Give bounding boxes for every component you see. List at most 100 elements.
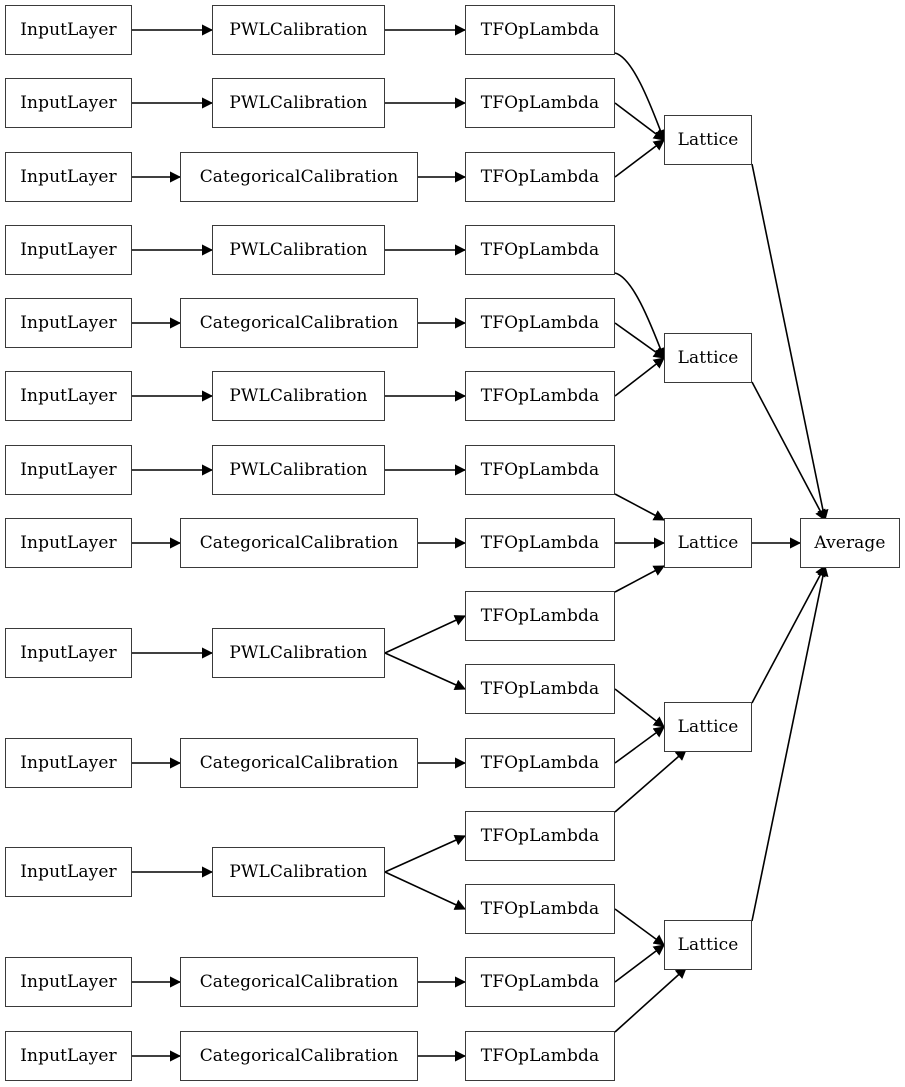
edge-cal11-to-op13 — [384, 871, 467, 910]
node-op12[interactable]: TFOpLambda — [465, 811, 615, 861]
node-label: InputLayer — [20, 752, 117, 773]
edge-op7-to-lat3 — [614, 493, 665, 521]
node-op11[interactable]: TFOpLambda — [465, 738, 615, 788]
node-cal13[interactable]: CategoricalCalibration — [180, 1031, 418, 1081]
node-in7[interactable]: InputLayer — [5, 445, 132, 495]
node-lat4[interactable]: Lattice — [664, 702, 752, 752]
node-cal7[interactable]: PWLCalibration — [212, 445, 385, 495]
node-label: InputLayer — [20, 19, 117, 40]
node-in1[interactable]: InputLayer — [5, 5, 132, 55]
node-op15[interactable]: TFOpLambda — [465, 1031, 615, 1081]
node-label: InputLayer — [20, 312, 117, 333]
node-op9[interactable]: TFOpLambda — [465, 591, 615, 641]
node-cal2[interactable]: PWLCalibration — [212, 78, 385, 128]
node-op10[interactable]: TFOpLambda — [465, 664, 615, 714]
node-cal4[interactable]: PWLCalibration — [212, 225, 385, 275]
node-label: InputLayer — [20, 166, 117, 187]
node-label: InputLayer — [20, 971, 117, 992]
edge-op10-to-lat4 — [614, 688, 665, 728]
edge-op14-to-lat5 — [614, 944, 665, 983]
node-in10[interactable]: InputLayer — [5, 738, 132, 788]
node-label: InputLayer — [20, 861, 117, 882]
node-label: CategoricalCalibration — [199, 752, 399, 773]
node-cal11[interactable]: PWLCalibration — [212, 847, 385, 897]
node-label: TFOpLambda — [480, 971, 600, 992]
node-label: TFOpLambda — [480, 752, 600, 773]
edge-lat2-to-avg — [751, 381, 826, 521]
node-label: Lattice — [677, 129, 739, 150]
node-in4[interactable]: InputLayer — [5, 225, 132, 275]
node-cal1[interactable]: PWLCalibration — [212, 5, 385, 55]
node-cal8[interactable]: CategoricalCalibration — [180, 518, 418, 568]
node-op5[interactable]: TFOpLambda — [465, 298, 615, 348]
node-in6[interactable]: InputLayer — [5, 371, 132, 421]
node-label: InputLayer — [20, 385, 117, 406]
edge-op1-to-lat1 — [614, 52, 666, 142]
node-in3[interactable]: InputLayer — [5, 152, 132, 202]
node-in13[interactable]: InputLayer — [5, 1031, 132, 1081]
node-cal3[interactable]: CategoricalCalibration — [180, 152, 418, 202]
node-label: TFOpLambda — [480, 898, 600, 919]
node-label: InputLayer — [20, 642, 117, 663]
node-label: TFOpLambda — [480, 825, 600, 846]
node-op4[interactable]: TFOpLambda — [465, 225, 615, 275]
node-label: TFOpLambda — [480, 459, 600, 480]
node-label: PWLCalibration — [229, 239, 368, 260]
edge-lat5-to-avg — [751, 564, 829, 922]
edge-cal9-to-op10 — [384, 652, 467, 690]
node-label: TFOpLambda — [480, 678, 600, 699]
node-label: CategoricalCalibration — [199, 166, 399, 187]
node-in5[interactable]: InputLayer — [5, 298, 132, 348]
node-label: PWLCalibration — [229, 92, 368, 113]
node-in12[interactable]: InputLayer — [5, 957, 132, 1007]
node-lat5[interactable]: Lattice — [664, 920, 752, 970]
node-label: TFOpLambda — [480, 239, 600, 260]
edge-lat4-to-avg — [751, 565, 826, 704]
node-label: Lattice — [677, 532, 739, 553]
edge-op3-to-lat1 — [614, 139, 665, 178]
node-label: TFOpLambda — [480, 1045, 600, 1066]
node-lat3[interactable]: Lattice — [664, 518, 752, 568]
node-label: PWLCalibration — [229, 19, 368, 40]
node-lat2[interactable]: Lattice — [664, 333, 752, 383]
node-cal10[interactable]: CategoricalCalibration — [180, 738, 418, 788]
node-lat1[interactable]: Lattice — [664, 115, 752, 165]
node-label: Lattice — [677, 716, 739, 737]
node-op1[interactable]: TFOpLambda — [465, 5, 615, 55]
node-in11[interactable]: InputLayer — [5, 847, 132, 897]
edge-op9-to-lat3 — [614, 565, 665, 593]
node-label: PWLCalibration — [229, 642, 368, 663]
node-label: InputLayer — [20, 92, 117, 113]
edge-cal9-to-op9 — [384, 615, 467, 654]
edge-op11-to-lat4 — [614, 726, 665, 764]
node-op6[interactable]: TFOpLambda — [465, 371, 615, 421]
node-op7[interactable]: TFOpLambda — [465, 445, 615, 495]
node-avg[interactable]: Average — [800, 518, 900, 568]
node-label: TFOpLambda — [480, 19, 600, 40]
edge-cal11-to-op12 — [384, 835, 467, 873]
node-in8[interactable]: InputLayer — [5, 518, 132, 568]
node-in9[interactable]: InputLayer — [5, 628, 132, 678]
edge-op15-to-lat5 — [614, 967, 687, 1033]
node-op3[interactable]: TFOpLambda — [465, 152, 615, 202]
node-cal12[interactable]: CategoricalCalibration — [180, 957, 418, 1007]
node-op2[interactable]: TFOpLambda — [465, 78, 615, 128]
node-op8[interactable]: TFOpLambda — [465, 518, 615, 568]
node-label: PWLCalibration — [229, 459, 368, 480]
node-cal9[interactable]: PWLCalibration — [212, 628, 385, 678]
node-label: PWLCalibration — [229, 385, 368, 406]
node-label: TFOpLambda — [480, 166, 600, 187]
edge-op12-to-lat4 — [614, 749, 687, 813]
node-cal5[interactable]: CategoricalCalibration — [180, 298, 418, 348]
node-in2[interactable]: InputLayer — [5, 78, 132, 128]
node-label: TFOpLambda — [480, 92, 600, 113]
node-op14[interactable]: TFOpLambda — [465, 957, 615, 1007]
edge-op13-to-lat5 — [614, 908, 665, 946]
node-label: CategoricalCalibration — [199, 971, 399, 992]
edge-lat1-to-avg — [751, 163, 829, 522]
node-op13[interactable]: TFOpLambda — [465, 884, 615, 934]
node-cal6[interactable]: PWLCalibration — [212, 371, 385, 421]
node-label: Lattice — [677, 934, 739, 955]
